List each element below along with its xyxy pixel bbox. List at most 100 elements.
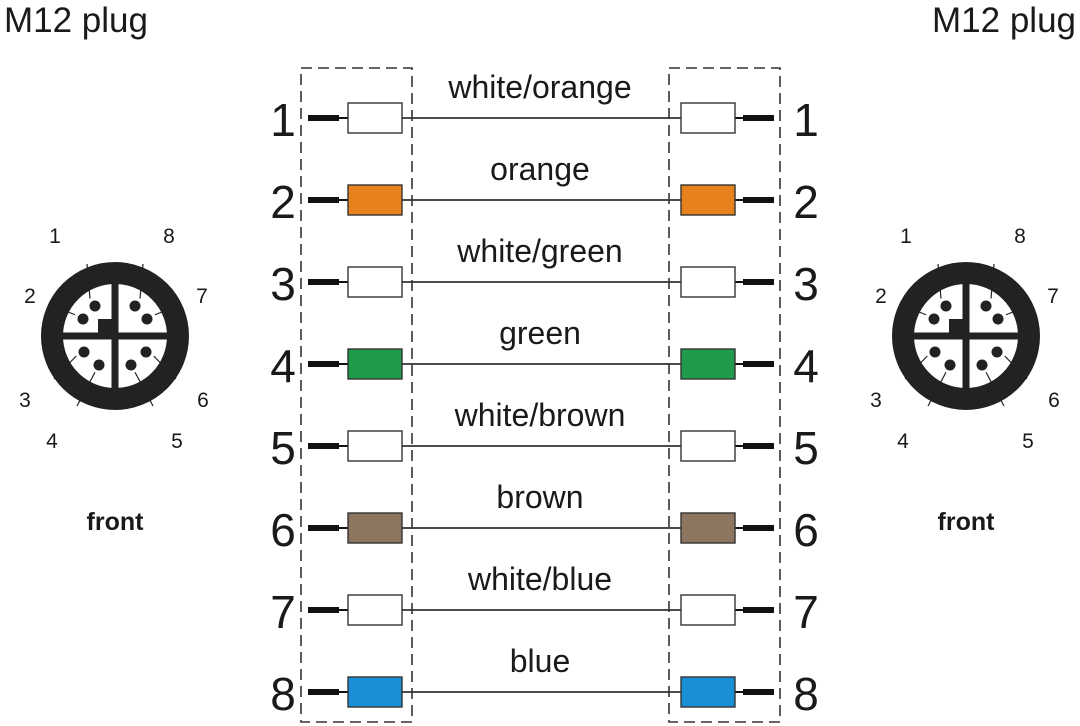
- wire-color-label: white/orange: [447, 69, 631, 105]
- connector-pin-label: 3: [19, 389, 31, 412]
- wire-row: 7 7 white/blue: [270, 561, 819, 638]
- wire-color-block-left: [347, 102, 403, 134]
- pin-hole: [940, 300, 952, 312]
- pin-number-right: 6: [793, 504, 819, 556]
- wire-color-label: green: [499, 315, 581, 351]
- pin-hole: [89, 300, 101, 312]
- wire-row: 1 1 white/orange: [270, 69, 819, 146]
- pin-number-left: 5: [270, 422, 296, 474]
- wire-color-block-right: [680, 102, 736, 134]
- pin-hole: [929, 346, 941, 358]
- connector-pin-label: 3: [870, 389, 882, 412]
- pin-hole: [129, 300, 141, 312]
- wire-row: 3 3 white/green: [270, 233, 819, 310]
- pin-leader-line: [903, 305, 927, 316]
- wire-color-block-right: [680, 676, 736, 708]
- connector-ring: [892, 262, 1040, 410]
- wire-color-label: orange: [490, 151, 590, 187]
- pin-leader-line: [1004, 355, 1028, 380]
- pin-number-right: 4: [793, 340, 819, 392]
- pin-leader-line: [927, 371, 947, 407]
- connector-pin-label: 1: [900, 225, 912, 248]
- pin-number-left: 1: [270, 94, 296, 146]
- title-left: M12 plug: [4, 1, 148, 40]
- wire-color-block-left: [347, 430, 403, 462]
- pin-hole: [78, 346, 90, 358]
- left-plug-box: [300, 67, 413, 723]
- connector-pin-label: 6: [1048, 389, 1060, 412]
- wire-color-block-left: [347, 512, 403, 544]
- pin-number-left: 6: [270, 504, 296, 556]
- wire-color-block-left: [347, 266, 403, 298]
- pin-leader-line: [153, 355, 177, 380]
- pin-leader-line: [86, 263, 91, 299]
- pin-leader-line: [76, 371, 96, 407]
- wire-color-block-right: [680, 594, 736, 626]
- pin-hole: [980, 300, 992, 312]
- wire-row: 6 6 brown: [270, 479, 819, 556]
- wire-color-block-right: [680, 348, 736, 380]
- pin-number-right: 3: [793, 258, 819, 310]
- connector-front-label: front: [938, 508, 996, 536]
- wire-color-block-left: [347, 594, 403, 626]
- pin-number-right: 1: [793, 94, 819, 146]
- pin-number-right: 8: [793, 668, 819, 720]
- pin-hole: [140, 346, 152, 358]
- pin-leader-line: [134, 371, 154, 407]
- wire-color-label: white/brown: [454, 397, 626, 433]
- pin-number-left: 3: [270, 258, 296, 310]
- connector-pin-label: 8: [163, 225, 175, 248]
- pin-leader-line: [139, 263, 144, 299]
- connector-pin-label: 6: [197, 389, 209, 412]
- pin-hole: [928, 313, 940, 325]
- connector-ring: [41, 262, 189, 410]
- wire-row: 5 5 white/brown: [270, 397, 819, 474]
- pin-hole: [93, 359, 105, 371]
- connector-pin-label: 2: [875, 285, 887, 308]
- connector-pin-label: 7: [1047, 285, 1059, 308]
- connector-pin-label: 4: [46, 430, 58, 453]
- wire-color-block-left: [347, 348, 403, 380]
- wire-row: 8 8 blue: [270, 643, 819, 720]
- connector-pin-label: 8: [1014, 225, 1026, 248]
- connector-pin-label: 4: [897, 430, 909, 453]
- connector-front-label: front: [87, 508, 145, 536]
- pin-hole: [77, 313, 89, 325]
- pin-number-left: 7: [270, 586, 296, 638]
- pin-number-left: 2: [270, 176, 296, 228]
- pin-hole: [141, 313, 153, 325]
- connector-pin-label: 5: [171, 430, 183, 453]
- pin-number-right: 5: [793, 422, 819, 474]
- wire-color-block-right: [680, 184, 736, 216]
- pin-leader-line: [904, 355, 928, 380]
- wire-color-label: white/blue: [467, 561, 612, 597]
- connector-pin-label: 7: [196, 285, 208, 308]
- pin-hole: [992, 313, 1004, 325]
- wire-color-block-left: [347, 184, 403, 216]
- connector-pin-label: 5: [1022, 430, 1034, 453]
- wire-color-label: blue: [510, 643, 571, 679]
- wire-color-block-right: [680, 512, 736, 544]
- title-right: M12 plug: [932, 1, 1076, 40]
- pin-hole: [125, 359, 137, 371]
- pin-number-left: 8: [270, 668, 296, 720]
- pin-hole: [944, 359, 956, 371]
- pin-number-left: 4: [270, 340, 296, 392]
- pin-hole: [976, 359, 988, 371]
- pin-number-right: 7: [793, 586, 819, 638]
- pin-leader-line: [990, 263, 995, 299]
- wire-row: 4 4 green: [270, 315, 819, 392]
- wire-color-block-right: [680, 430, 736, 462]
- connector-key: [98, 319, 112, 333]
- wire-color-label: white/green: [456, 233, 622, 269]
- wire-color-label: brown: [496, 479, 583, 515]
- pin-leader-line: [154, 305, 178, 316]
- connector-pin-label: 2: [24, 285, 36, 308]
- pin-leader-line: [937, 263, 942, 299]
- connector-key: [949, 319, 963, 333]
